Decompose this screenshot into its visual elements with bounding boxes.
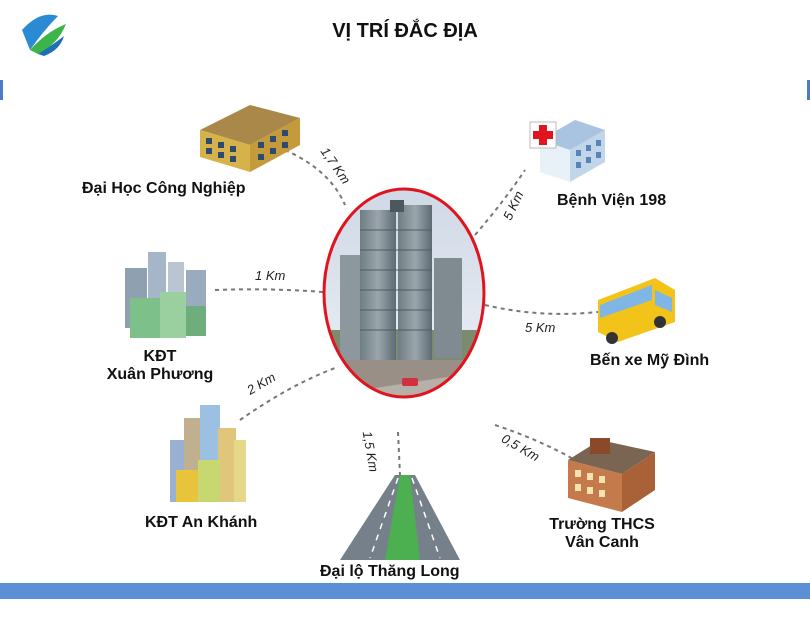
brand-logo <box>22 14 66 56</box>
bottom-accent-bar <box>0 583 810 599</box>
xuan-phuong-towers-icon <box>125 252 206 338</box>
highway-icon <box>340 475 460 560</box>
distance-ben-xe: 5 Km <box>525 320 556 335</box>
location-label-dai-hoc: Đại Học Công Nghiệp <box>82 180 246 197</box>
top-right-accent <box>807 80 810 100</box>
location-label-an-khanh: KĐT An Khánh <box>145 514 258 531</box>
bus-icon <box>598 278 675 344</box>
connector-lines <box>214 149 599 476</box>
distance-xuan-phuong: 1 Km <box>255 268 286 283</box>
label-line-2: Xuân Phương <box>106 366 214 383</box>
location-label-ben-xe: Bến xe Mỹ Đình <box>590 352 710 369</box>
location-label-thang-long: Đại lộ Thăng Long <box>320 563 460 580</box>
hospital-building-icon <box>529 120 605 182</box>
top-left-accent <box>0 80 3 100</box>
university-building-icon <box>200 105 300 172</box>
location-label-benh-vien: Bệnh Viện 198 <box>557 192 667 209</box>
location-label-xuan-phuong: KĐT Xuân Phương <box>100 348 220 384</box>
label-line-1: KĐT <box>143 348 177 365</box>
label-line-1: Trường THCS <box>549 516 655 533</box>
an-khanh-buildings-icon <box>170 405 246 502</box>
central-project-image <box>322 187 486 399</box>
label-line-2: Vân Canh <box>565 534 639 551</box>
location-label-truong-thcs: Trường THCS Vân Canh <box>540 516 664 552</box>
page-title: VỊ TRÍ ĐẮC ĐỊA <box>332 20 478 42</box>
school-building-icon <box>568 438 655 512</box>
